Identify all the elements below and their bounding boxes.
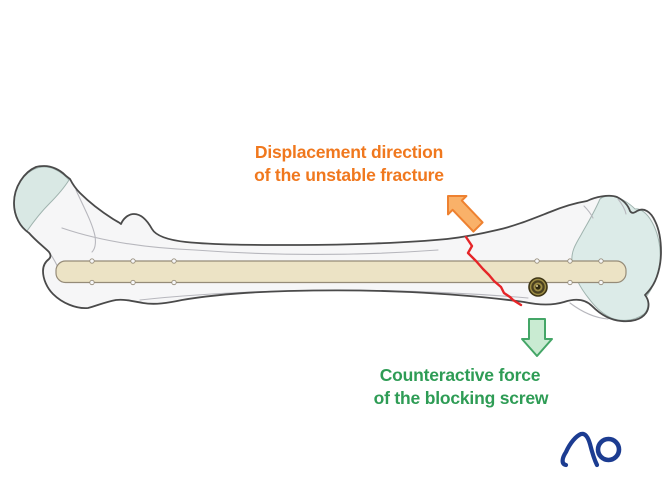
counteractive-label-line2: of the blocking screw: [374, 388, 549, 408]
blocking-screw: [528, 277, 548, 297]
counteractive-label: Counteractive force of the blocking scre…: [374, 365, 550, 408]
fracture-line: [464, 235, 523, 307]
displacement-arrow-icon: [447, 195, 484, 233]
counteractive-label-line1: Counteractive force: [380, 365, 541, 385]
femur-bone-body: [14, 166, 661, 322]
femur-outline: [13, 165, 662, 323]
nail-body: [55, 260, 627, 284]
ao-logo-letter-o: [595, 436, 622, 463]
displacement-label-line2: of the unstable fracture: [254, 165, 444, 185]
intramedullary-nail: [55, 258, 627, 286]
counteractive-arrow-icon: [521, 318, 553, 357]
ao-logo: AO: [560, 431, 622, 468]
displacement-label: Displacement direction of the unstable f…: [254, 142, 444, 185]
ao-logo-letter-a: [560, 431, 600, 468]
nail-locking-notches: [89, 258, 604, 286]
displacement-label-line1: Displacement direction: [255, 142, 443, 162]
